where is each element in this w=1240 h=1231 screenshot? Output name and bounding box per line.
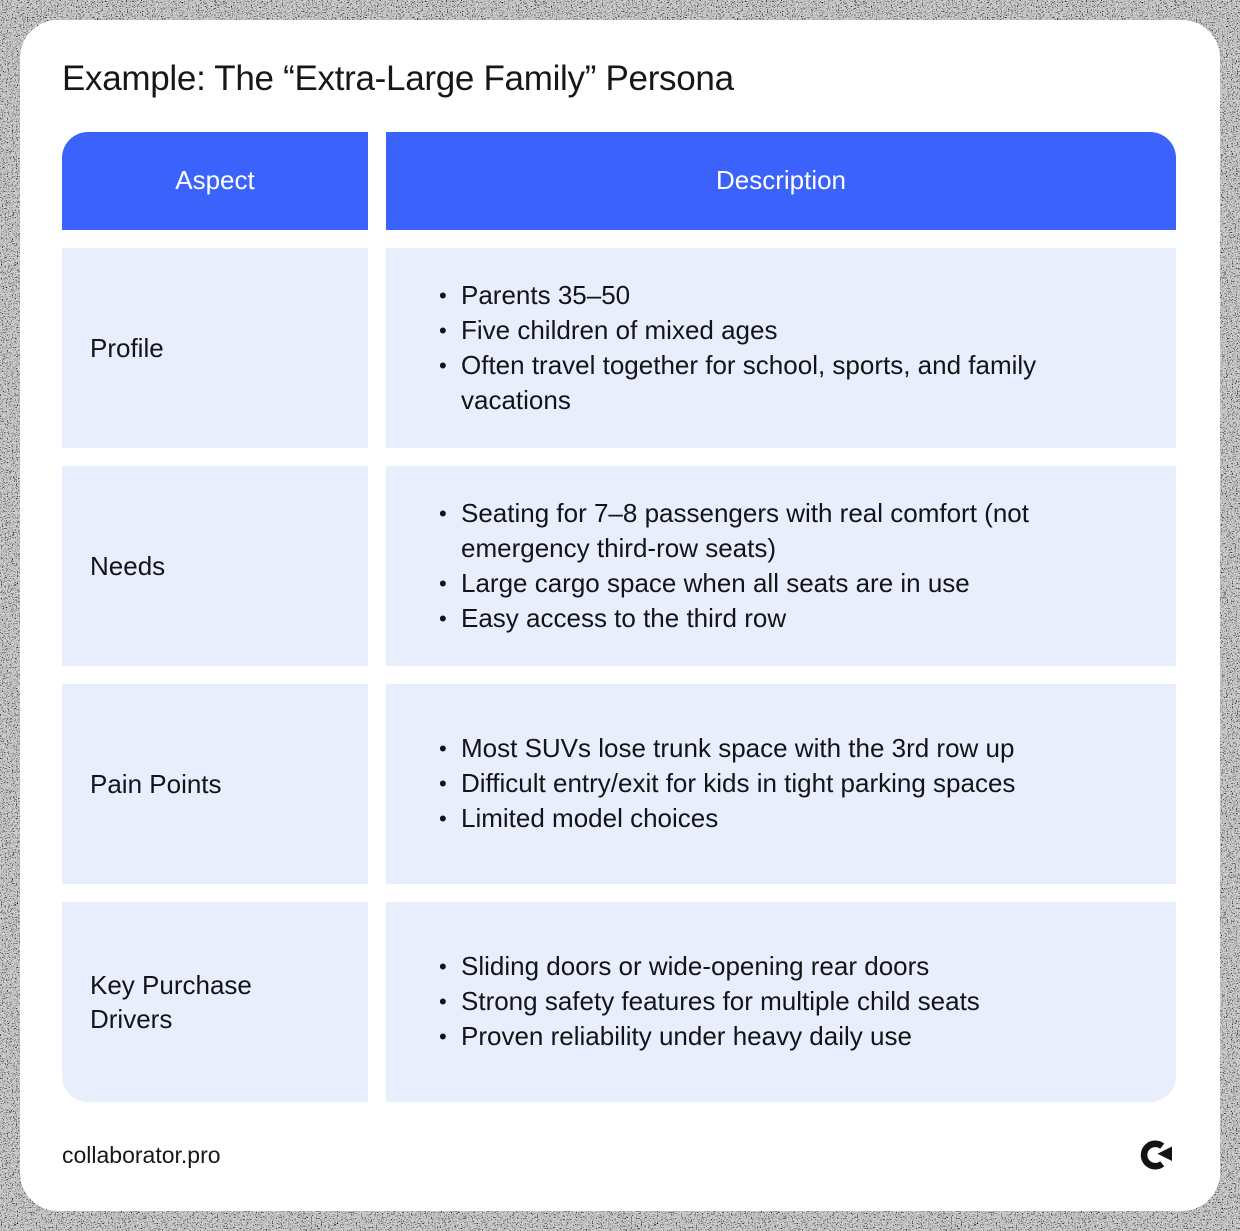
bullet-item: Parents 35–50 xyxy=(436,278,1142,313)
site-name: collaborator.pro xyxy=(62,1142,221,1168)
bullet-list: Sliding doors or wide-opening rear doors… xyxy=(436,949,1142,1054)
bullet-item: Difficult entry/exit for kids in tight p… xyxy=(436,766,1142,801)
aspect-cell: Profile xyxy=(62,247,368,448)
bullet-item: Large cargo space when all seats are in … xyxy=(436,566,1142,601)
aspect-cell: Key Purchase Drivers xyxy=(62,901,368,1102)
bullet-item: Seating for 7–8 passengers with real com… xyxy=(436,496,1142,566)
bullet-list: Parents 35–50Five children of mixed ages… xyxy=(436,278,1142,418)
aspect-cell: Pain Points xyxy=(62,683,368,884)
table-row: Needs Seating for 7–8 passengers with re… xyxy=(62,465,1176,666)
table-header-row: Aspect Description xyxy=(62,131,1176,230)
bullet-list: Most SUVs lose trunk space with the 3rd … xyxy=(436,731,1142,836)
bullet-list: Seating for 7–8 passengers with real com… xyxy=(436,496,1142,636)
bullet-item: Limited model choices xyxy=(436,801,1142,836)
page-title: Example: The “Extra-Large Family” Person… xyxy=(62,59,734,98)
bullet-item: Often travel together for school, sports… xyxy=(436,348,1142,418)
table-row: Pain Points Most SUVs lose trunk space w… xyxy=(62,683,1176,884)
table-row: Key Purchase Drivers Sliding doors or wi… xyxy=(62,901,1176,1102)
bullet-item: Five children of mixed ages xyxy=(436,313,1142,348)
bullet-item: Sliding doors or wide-opening rear doors xyxy=(436,949,1142,984)
aspect-label: Needs xyxy=(90,550,166,581)
description-cell: Seating for 7–8 passengers with real com… xyxy=(386,465,1176,666)
bullet-item: Proven reliability under heavy daily use xyxy=(436,1019,1142,1054)
bullet-item: Most SUVs lose trunk space with the 3rd … xyxy=(436,731,1142,766)
description-cell: Sliding doors or wide-opening rear doors… xyxy=(386,901,1176,1102)
content-card: Example: The “Extra-Large Family” Person… xyxy=(20,20,1220,1211)
aspect-label: Key Purchase Drivers xyxy=(90,969,252,1034)
description-cell: Parents 35–50Five children of mixed ages… xyxy=(386,247,1176,448)
column-header-aspect: Aspect xyxy=(62,131,368,230)
footer: collaborator.pro xyxy=(62,1128,1176,1184)
collaborator-logo-icon xyxy=(1140,1140,1172,1169)
table-row: Profile Parents 35–50Five children of mi… xyxy=(62,247,1176,448)
persona-table: Aspect Description Profile Parents 35–50… xyxy=(62,131,1176,1102)
column-header-description: Description xyxy=(386,131,1176,230)
bullet-item: Strong safety features for multiple chil… xyxy=(436,984,1142,1019)
bullet-item: Easy access to the third row xyxy=(436,601,1142,636)
table-body: Profile Parents 35–50Five children of mi… xyxy=(62,247,1176,1102)
aspect-cell: Needs xyxy=(62,465,368,666)
aspect-label: Profile xyxy=(90,332,164,363)
aspect-label: Pain Points xyxy=(90,768,222,799)
description-cell: Most SUVs lose trunk space with the 3rd … xyxy=(386,683,1176,884)
